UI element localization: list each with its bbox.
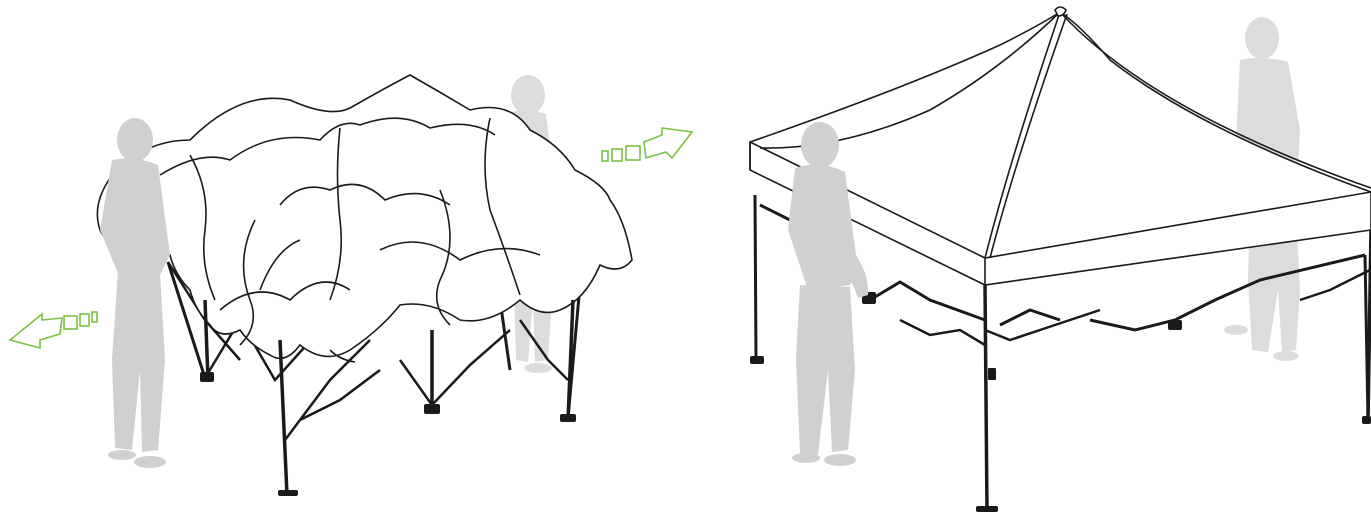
canopy-fabric <box>97 75 632 362</box>
step-1-panel <box>10 75 692 496</box>
step-2-panel <box>750 7 1371 512</box>
direction-arrow-icon <box>602 128 692 161</box>
direction-arrow-icon <box>10 312 97 348</box>
